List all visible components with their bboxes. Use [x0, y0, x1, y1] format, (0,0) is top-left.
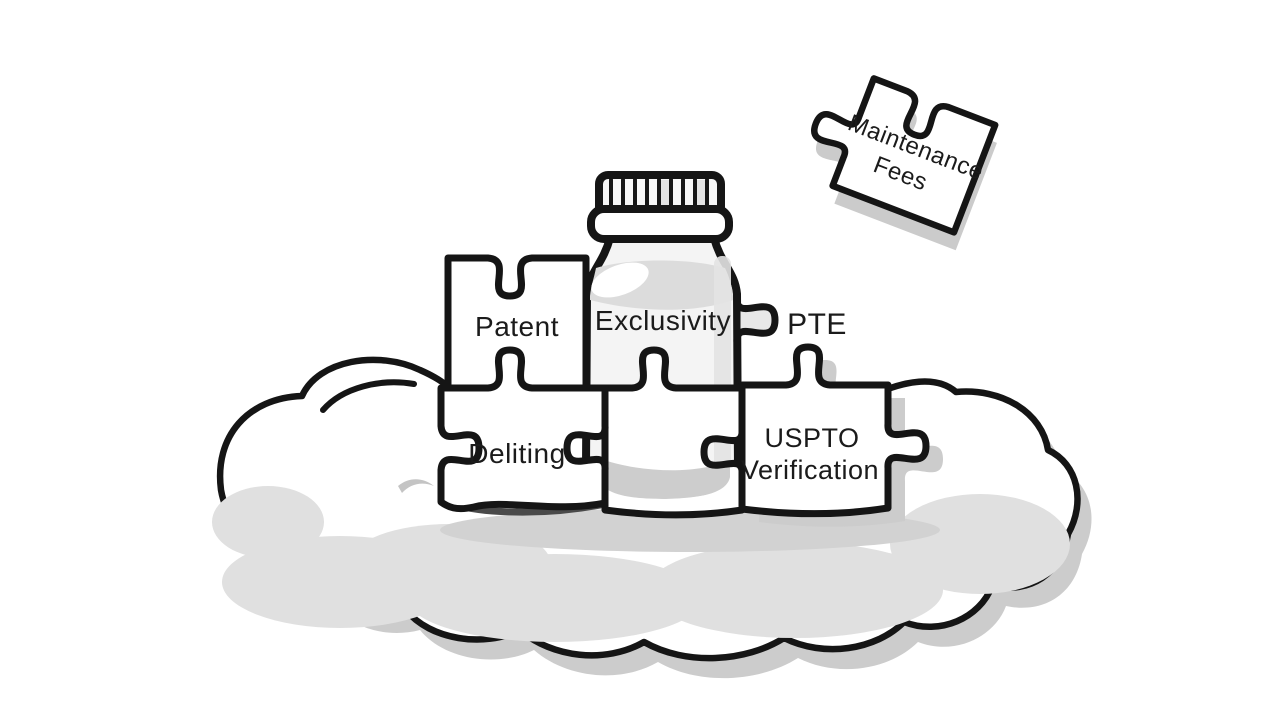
puzzle-piece-uspto: [738, 343, 930, 518]
exclusivity-tab: [733, 294, 779, 346]
cloud-inner-shading: [212, 379, 1070, 642]
bottle-highlight: [591, 262, 649, 298]
cloud-wisp: [398, 479, 434, 493]
puzzle-piece-middle-outline: [601, 346, 746, 519]
cap-shade-stripe: [661, 180, 671, 213]
bottle-side-shade: [714, 256, 731, 492]
cloud-shade-blob: [647, 542, 943, 638]
puzzle-piece-patent: [444, 254, 590, 392]
puzzle-piece-maintenance: Maintenance Fees: [811, 75, 999, 251]
exclusivity-label: Exclusivity: [595, 305, 731, 336]
bottle-neck-band: [587, 205, 733, 243]
maintenance-piece-body: [811, 75, 999, 236]
uspto-label-line2: Verification: [741, 455, 879, 485]
delisting-label: Deliting: [468, 438, 565, 469]
pte-label: PTE: [787, 308, 847, 341]
cloud-inner-arc: [320, 379, 417, 413]
cloud-shade-blob: [407, 554, 703, 642]
uspto-label-line1: USPTO: [764, 423, 859, 453]
patent-label: Patent: [475, 311, 559, 342]
bottle-base-highlight: [601, 489, 727, 505]
cap-shade-stripe: [697, 180, 707, 213]
bottle-base-shade: [598, 458, 730, 499]
cloud-shade-blob: [890, 494, 1070, 594]
puzzle-piece-delisting: [437, 346, 609, 513]
